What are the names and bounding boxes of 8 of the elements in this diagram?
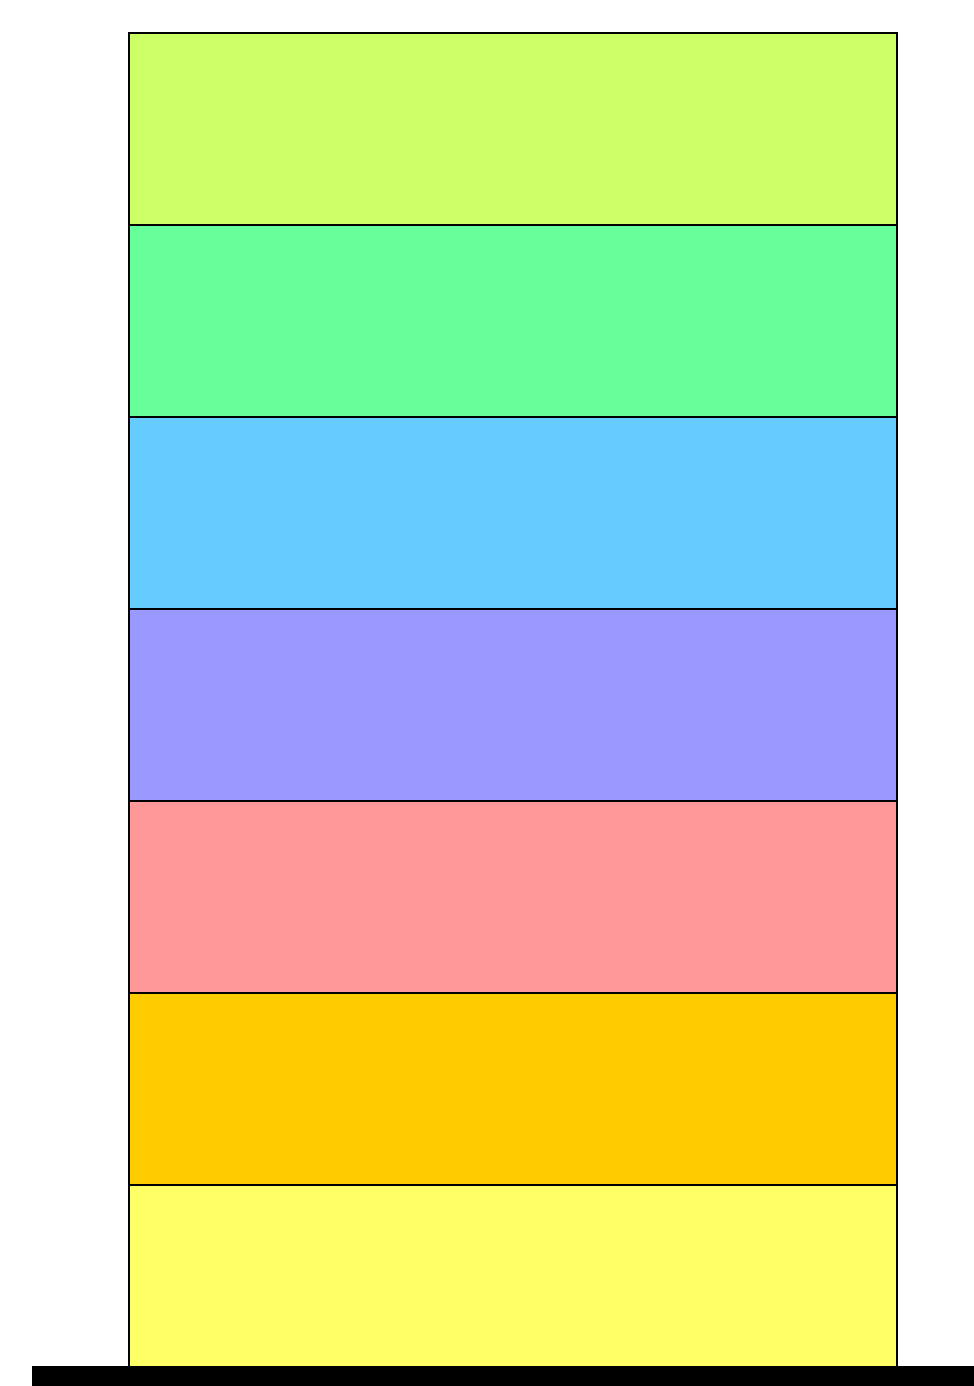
layer-band [128,800,898,994]
layer-band [128,32,898,226]
layer-band [128,992,898,1186]
base-bar [32,1366,974,1386]
layer-band [128,416,898,610]
layer-band [128,1184,898,1368]
layer-band [128,608,898,802]
layer-band [128,224,898,418]
